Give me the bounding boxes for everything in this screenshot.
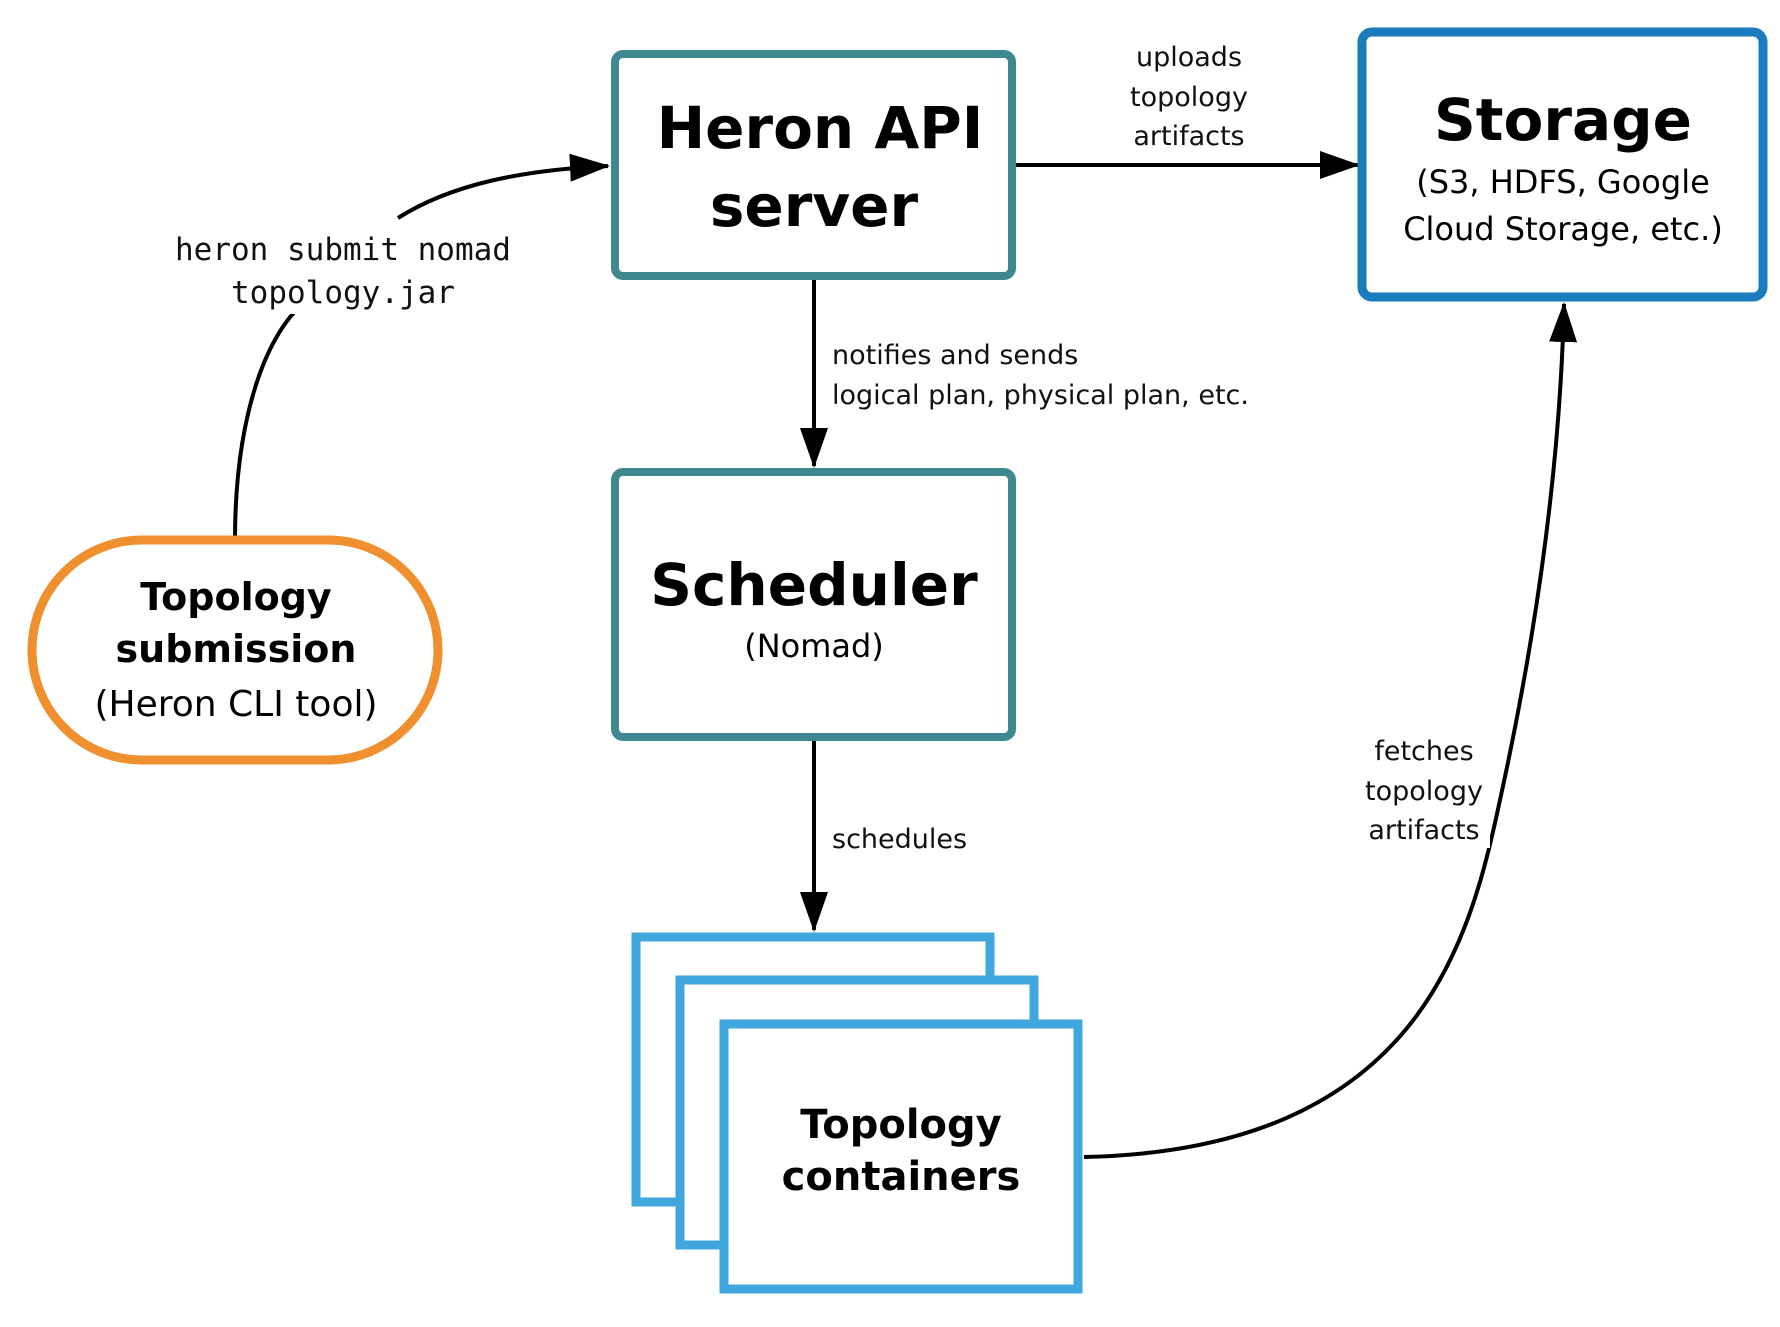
scheduler-title: Scheduler — [650, 551, 978, 619]
topology-submission-subtitle: (Heron CLI tool) — [94, 684, 377, 725]
fetches-line3: artifacts — [1368, 815, 1479, 846]
topology-submission-title-line1: Topology — [140, 575, 332, 619]
topology-containers-title-line1: Topology — [800, 1102, 1001, 1148]
storage-node: Storage (S3, HDFS, Google Cloud Storage,… — [1357, 27, 1768, 302]
api-server-node: Heron API server — [611, 50, 1016, 280]
topology-containers-title-line2: containers — [782, 1154, 1021, 1200]
schedules-line1: schedules — [832, 824, 967, 855]
uploads-line3: artifacts — [1133, 121, 1244, 152]
scheduler-subtitle: (Nomad) — [744, 627, 884, 665]
uploads-label: uploads topology artifacts — [1130, 42, 1248, 152]
topology-containers-node: Topology containers — [631, 932, 1083, 1294]
schedules-label: schedules — [832, 824, 967, 855]
notifies-line1: notifies and sends — [832, 340, 1078, 371]
uploads-line2: topology — [1130, 82, 1248, 113]
container-card-front — [719, 1019, 1083, 1294]
notifies-line2: logical plan, physical plan, etc. — [832, 380, 1249, 411]
topology-submission-title-line2: submission — [116, 627, 357, 671]
notifies-label: notifies and sends logical plan, physica… — [832, 340, 1249, 411]
uploads-line1: uploads — [1136, 42, 1242, 73]
api-server-title-line1: Heron API — [657, 94, 984, 162]
scheduler-node: Scheduler (Nomad) — [611, 468, 1016, 741]
storage-subtitle-line2: Cloud Storage, etc.) — [1403, 210, 1723, 248]
fetches-label: fetches topology artifacts — [1360, 728, 1490, 848]
storage-subtitle-line1: (S3, HDFS, Google — [1416, 163, 1710, 201]
fetches-line1: fetches — [1374, 736, 1473, 767]
submit-command-label: heron submit nomad topology.jar — [150, 222, 535, 314]
storage-title: Storage — [1434, 86, 1692, 154]
topology-submission-node: Topology submission (Heron CLI tool) — [27, 535, 443, 765]
fetches-line2: topology — [1365, 776, 1483, 807]
edge-fetches — [1083, 302, 1578, 1159]
submit-command-line1: heron submit nomad — [175, 232, 511, 268]
submit-command-line2: topology.jar — [231, 275, 455, 311]
api-server-title-line2: server — [710, 172, 919, 240]
